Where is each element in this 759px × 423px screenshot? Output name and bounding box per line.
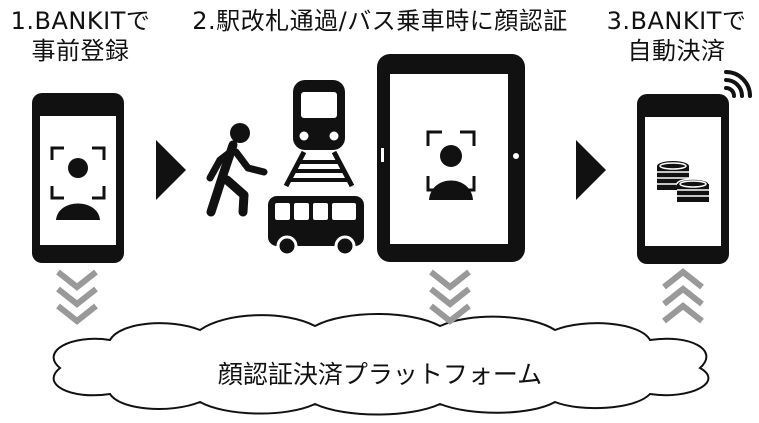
train-icon <box>283 80 355 188</box>
step-1-line-2: 事前登録 <box>31 37 130 65</box>
smartphone-face-icon <box>32 93 124 263</box>
walking-person-icon <box>206 123 268 217</box>
platform-label: 顔認証決済プラットフォーム <box>217 360 543 389</box>
step-2-label: 2.駅改札通過/バス乗車時に顔認証 <box>180 6 580 36</box>
double-chevron-up-icon <box>662 268 704 324</box>
double-chevron-down-icon <box>429 269 471 325</box>
right-arrow-icon <box>576 140 606 200</box>
step-3-line-2: 自動決済 <box>627 37 726 65</box>
bus-icon <box>268 196 364 257</box>
step-3-label: 3.BANKITで 自動決済 <box>604 6 749 66</box>
step-1-label: 1.BANKITで 事前登録 <box>8 6 153 66</box>
step-2-line-1: 2.駅改札通過/バス乗車時に顔認証 <box>192 7 568 35</box>
tablet-face-icon <box>377 54 525 262</box>
step-3-line-1: 3.BANKITで <box>606 7 747 35</box>
wireless-signal-icon <box>724 70 752 98</box>
right-arrow-icon <box>156 140 186 200</box>
cloud-icon <box>52 313 710 416</box>
step-1-line-1: 1.BANKITで <box>10 7 151 35</box>
smartphone-coins-icon <box>637 94 729 264</box>
double-chevron-down-icon <box>56 269 98 325</box>
